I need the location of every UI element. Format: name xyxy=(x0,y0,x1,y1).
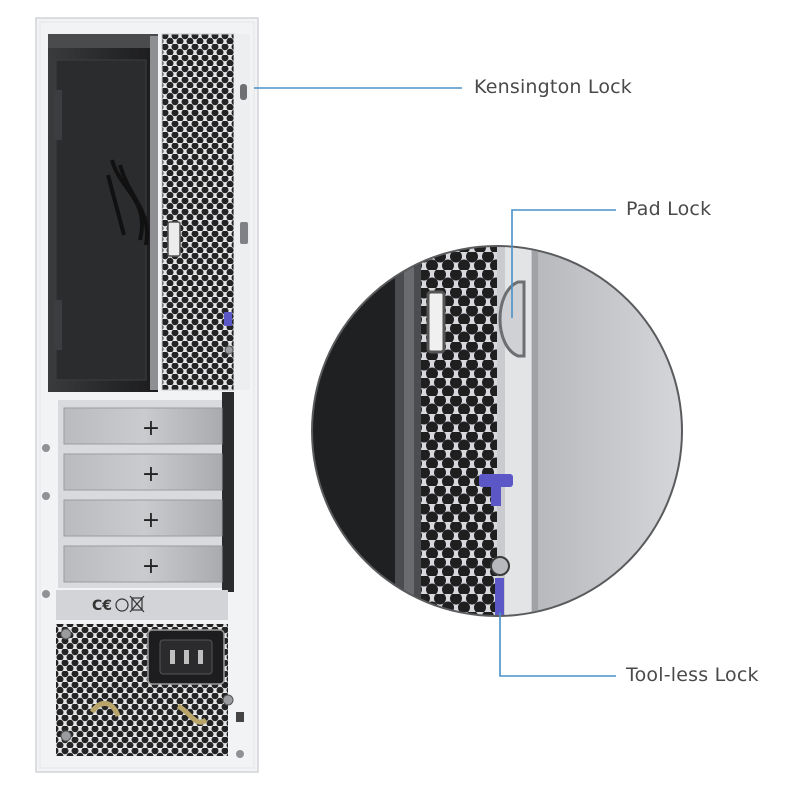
svg-text:+: + xyxy=(142,508,160,533)
pad-lock-callout-line xyxy=(511,209,616,318)
internal-cables xyxy=(106,159,149,246)
slot-1: + xyxy=(63,407,223,445)
pad-lock-loop xyxy=(240,222,248,244)
pc-case: + + + + C€ xyxy=(35,17,259,773)
upper-vent xyxy=(162,34,234,390)
svg-text:+: + xyxy=(142,554,160,579)
svg-text:+: + xyxy=(142,462,160,487)
tool-less-latch-small xyxy=(224,312,232,326)
zoom-tool-less-lock xyxy=(479,474,513,487)
expansion-slots: + + + + xyxy=(42,392,234,598)
psu: C€ xyxy=(56,590,234,756)
weee-bin-icon xyxy=(131,597,143,611)
callout-lines xyxy=(254,87,616,677)
tool-less-lock-label: Tool-less Lock xyxy=(626,664,759,686)
slot-4: + xyxy=(63,545,223,583)
tool-less-callout-line xyxy=(499,612,616,677)
svg-text:+: + xyxy=(142,416,160,441)
pad-lock-label: Pad Lock xyxy=(626,198,712,220)
kensington-slot xyxy=(240,84,247,100)
kensington-lock-label: Kensington Lock xyxy=(474,76,633,98)
zoom-detail xyxy=(311,245,683,617)
zoom-pad-lock xyxy=(498,280,526,358)
slot-3: + xyxy=(63,499,223,537)
slot-2: + xyxy=(63,453,223,491)
ce-mark-icon: C€ xyxy=(92,598,112,614)
